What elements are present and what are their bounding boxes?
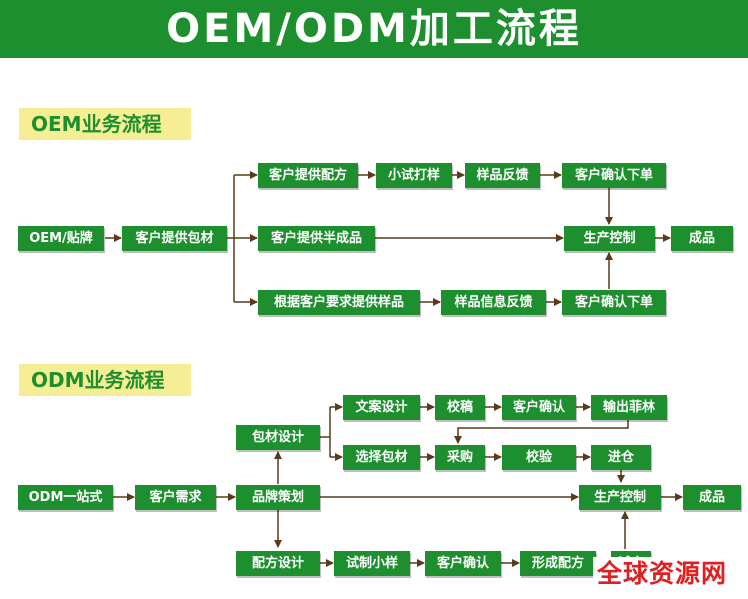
oem-feedback-node: 样品反馈 [465,163,540,188]
odm-brand-node: 品牌策划 [236,485,320,510]
odm-section-label: ODM业务流程 [19,364,191,396]
odm-proof-node: 校稿 [435,395,485,420]
odm-film-node: 输出菲林 [591,395,667,420]
oem-confirm-bottom-node: 客户确认下单 [562,290,666,315]
title-banner: OEM/ODM加工流程 [0,0,748,58]
oem-confirm-top-node: 客户确认下单 [562,163,666,188]
odm-choose-pack-node: 选择包材 [343,445,420,470]
odm-product-node: 成品 [683,485,741,510]
oem-trial-node: 小试打样 [376,163,452,188]
odm-client-confirm-node: 客户确认 [502,395,576,420]
odm-copy-design-node: 文案设计 [343,395,420,420]
oem-semi-node: 客户提供半成品 [258,226,375,251]
odm-form-formula-node: 形成配方 [520,551,596,576]
oem-sample-info-node: 样品信息反馈 [441,290,546,315]
odm-pack-design-node: 包材设计 [236,425,320,450]
odm-purchase-node: 采购 [435,445,485,470]
oem-product-node: 成品 [671,226,733,251]
odm-control-node: 生产控制 [579,485,661,510]
oem-sample-request-node: 根据客户要求提供样品 [258,290,420,315]
page-title: OEM/ODM加工流程 [166,6,582,52]
odm-formula-design-node: 配方设计 [236,551,320,576]
oem-formula-node: 客户提供配方 [258,163,358,188]
odm-stock-node: 进仓 [591,445,651,470]
odm-small-sample-node: 试制小样 [334,551,410,576]
oem-control-node: 生产控制 [564,226,655,251]
odm-start-node: ODM一站式 [18,485,113,510]
watermark-text: 全球资源网 [593,557,732,591]
odm-client-confirm2-node: 客户确认 [425,551,501,576]
odm-demand-node: 客户需求 [135,485,216,510]
oem-section-label: OEM业务流程 [19,108,191,140]
oem-start-node: OEM/贴牌 [18,226,104,251]
arrow-odm-film-purchase [454,420,629,444]
odm-inspect-node: 校验 [502,445,576,470]
oem-pack-node: 客户提供包材 [122,226,227,251]
